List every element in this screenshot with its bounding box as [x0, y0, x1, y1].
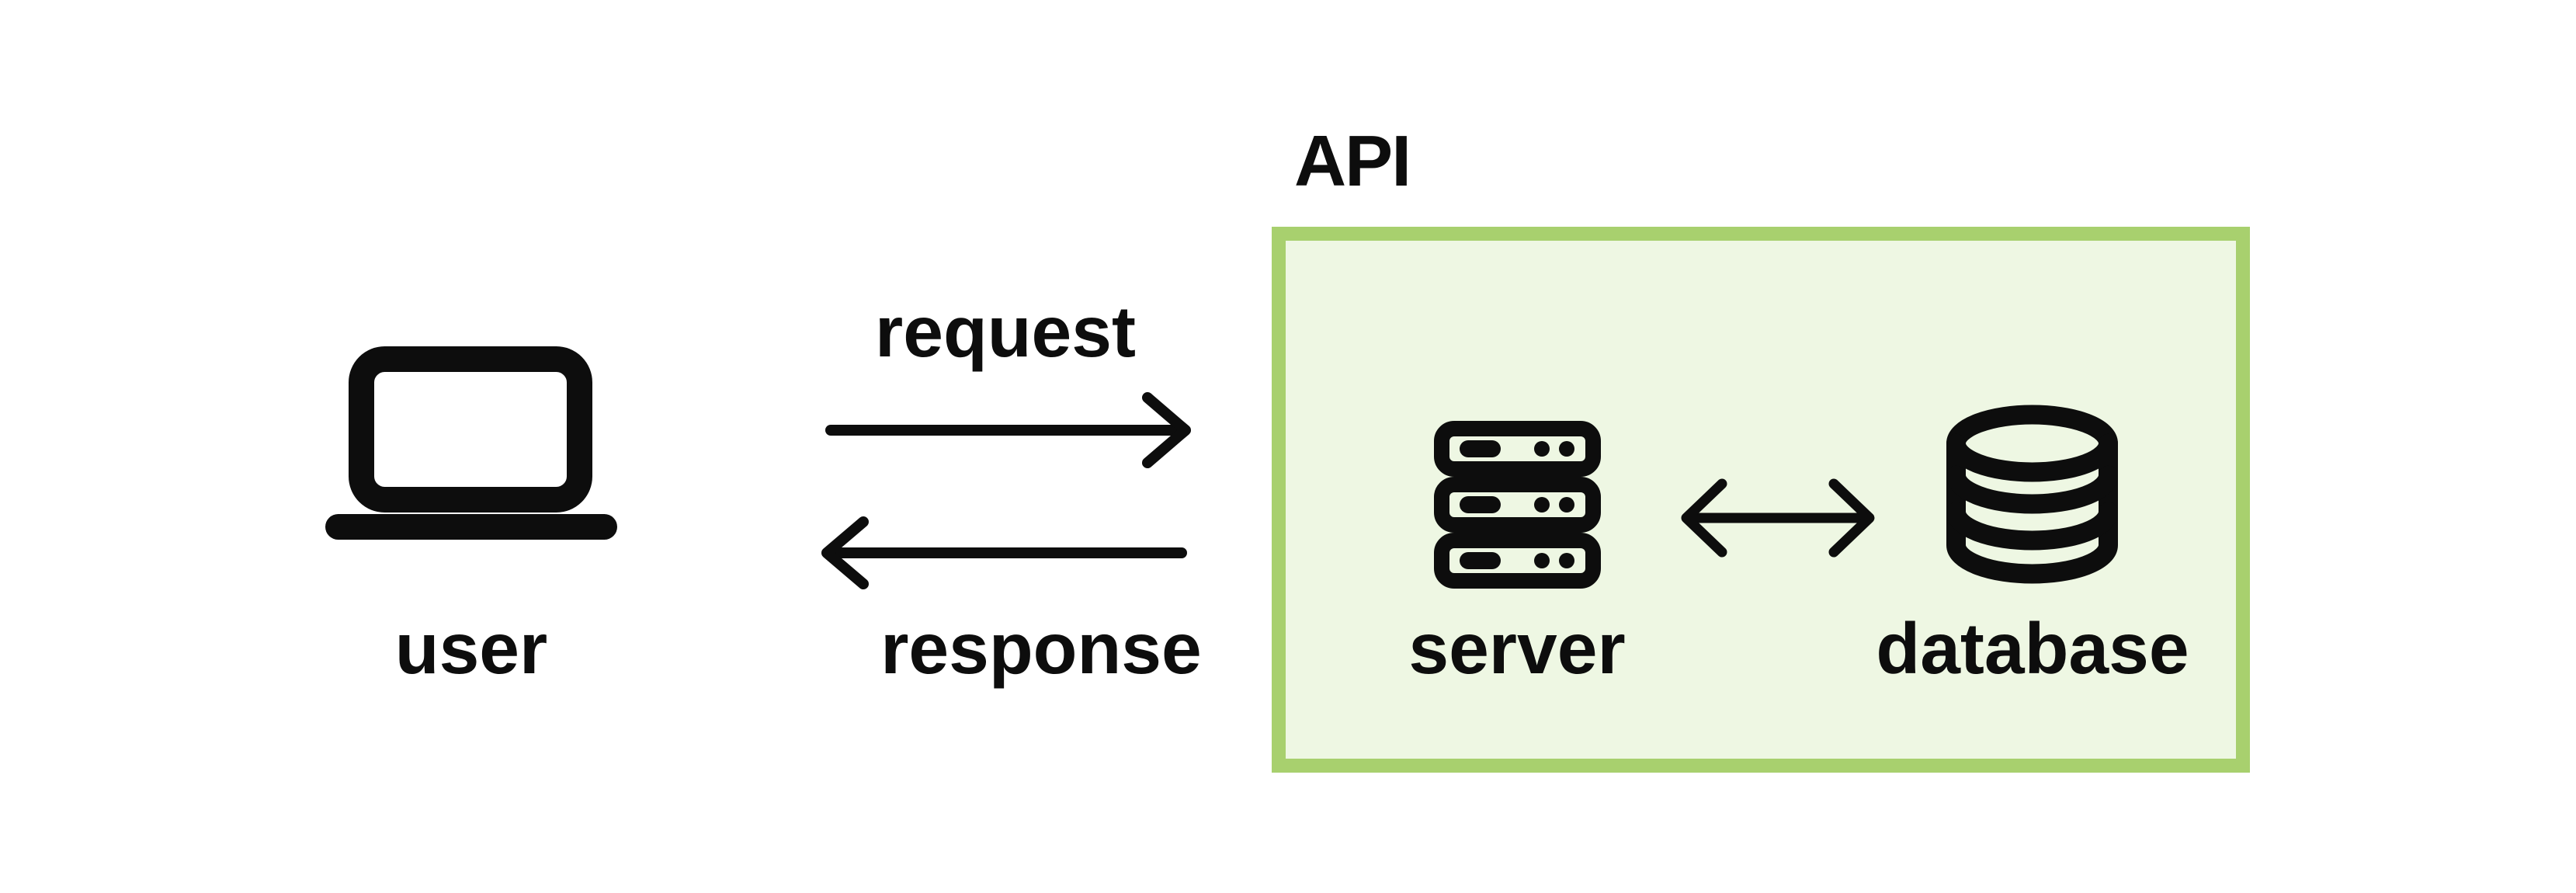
laptop-icon: [325, 346, 617, 540]
request-response-arrows: [821, 392, 1191, 589]
laptop-screen: [349, 346, 592, 513]
arrow-both-icon: [1681, 478, 1875, 558]
api-group-label: API: [1294, 120, 1411, 201]
arrow-right-icon: [825, 392, 1191, 468]
server-label: server: [1408, 608, 1626, 689]
database-icon: [1946, 405, 2118, 584]
arrow-left-icon: [821, 516, 1187, 589]
laptop-base: [325, 514, 617, 540]
server-units: [1434, 421, 1601, 589]
response-label: response: [880, 608, 1202, 689]
database-label: database: [1876, 608, 2189, 689]
server-icon: [1434, 421, 1601, 589]
user-label: user: [394, 608, 548, 689]
request-label: request: [875, 291, 1136, 372]
